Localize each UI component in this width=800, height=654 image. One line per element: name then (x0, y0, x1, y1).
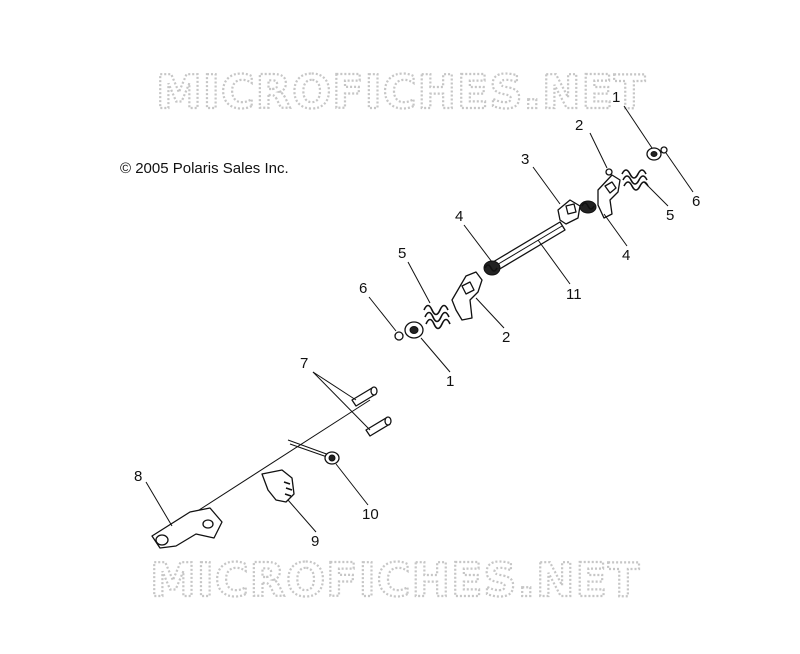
shift-fork-right (597, 168, 621, 219)
copyright-text: © 2005 Polaris Sales Inc. (120, 160, 289, 177)
callout-1-top: 1 (612, 89, 620, 106)
gear-segment (261, 469, 295, 503)
clip-right (660, 146, 668, 154)
shift-fork-left (451, 271, 483, 321)
clip-left (394, 331, 404, 341)
callout-5-right: 5 (666, 207, 674, 224)
callout-4-right: 4 (622, 247, 630, 264)
watermark-top: MICROFICHES.NET (156, 65, 646, 119)
callout-1-bottom: 1 (446, 373, 454, 390)
axis-line (167, 399, 371, 531)
spring-right (621, 169, 649, 191)
spring-upper (579, 200, 597, 214)
pin-upper (351, 386, 378, 407)
callout-8: 8 (134, 468, 142, 485)
watermark-bottom: MICROFICHES.NET (150, 553, 640, 607)
washer-right (646, 147, 662, 161)
callout-9: 9 (311, 533, 319, 550)
callout-2-top: 2 (575, 117, 583, 134)
fork-3 (557, 199, 581, 225)
washer-left (404, 321, 424, 339)
pin-lower (365, 416, 392, 437)
torsion-spring (287, 439, 340, 465)
callout-6-left: 6 (359, 280, 367, 297)
callout-6-right: 6 (692, 193, 700, 210)
callout-5-left: 5 (398, 245, 406, 262)
callout-7: 7 (300, 355, 308, 372)
callout-10: 10 (362, 506, 379, 523)
callout-2-bottom: 2 (502, 329, 510, 346)
callout-11: 11 (566, 286, 582, 303)
spring-lower (483, 260, 501, 276)
callout-4-left: 4 (455, 208, 463, 225)
shift-arm (151, 507, 223, 549)
spring-left (423, 304, 451, 330)
callout-3: 3 (521, 151, 529, 168)
